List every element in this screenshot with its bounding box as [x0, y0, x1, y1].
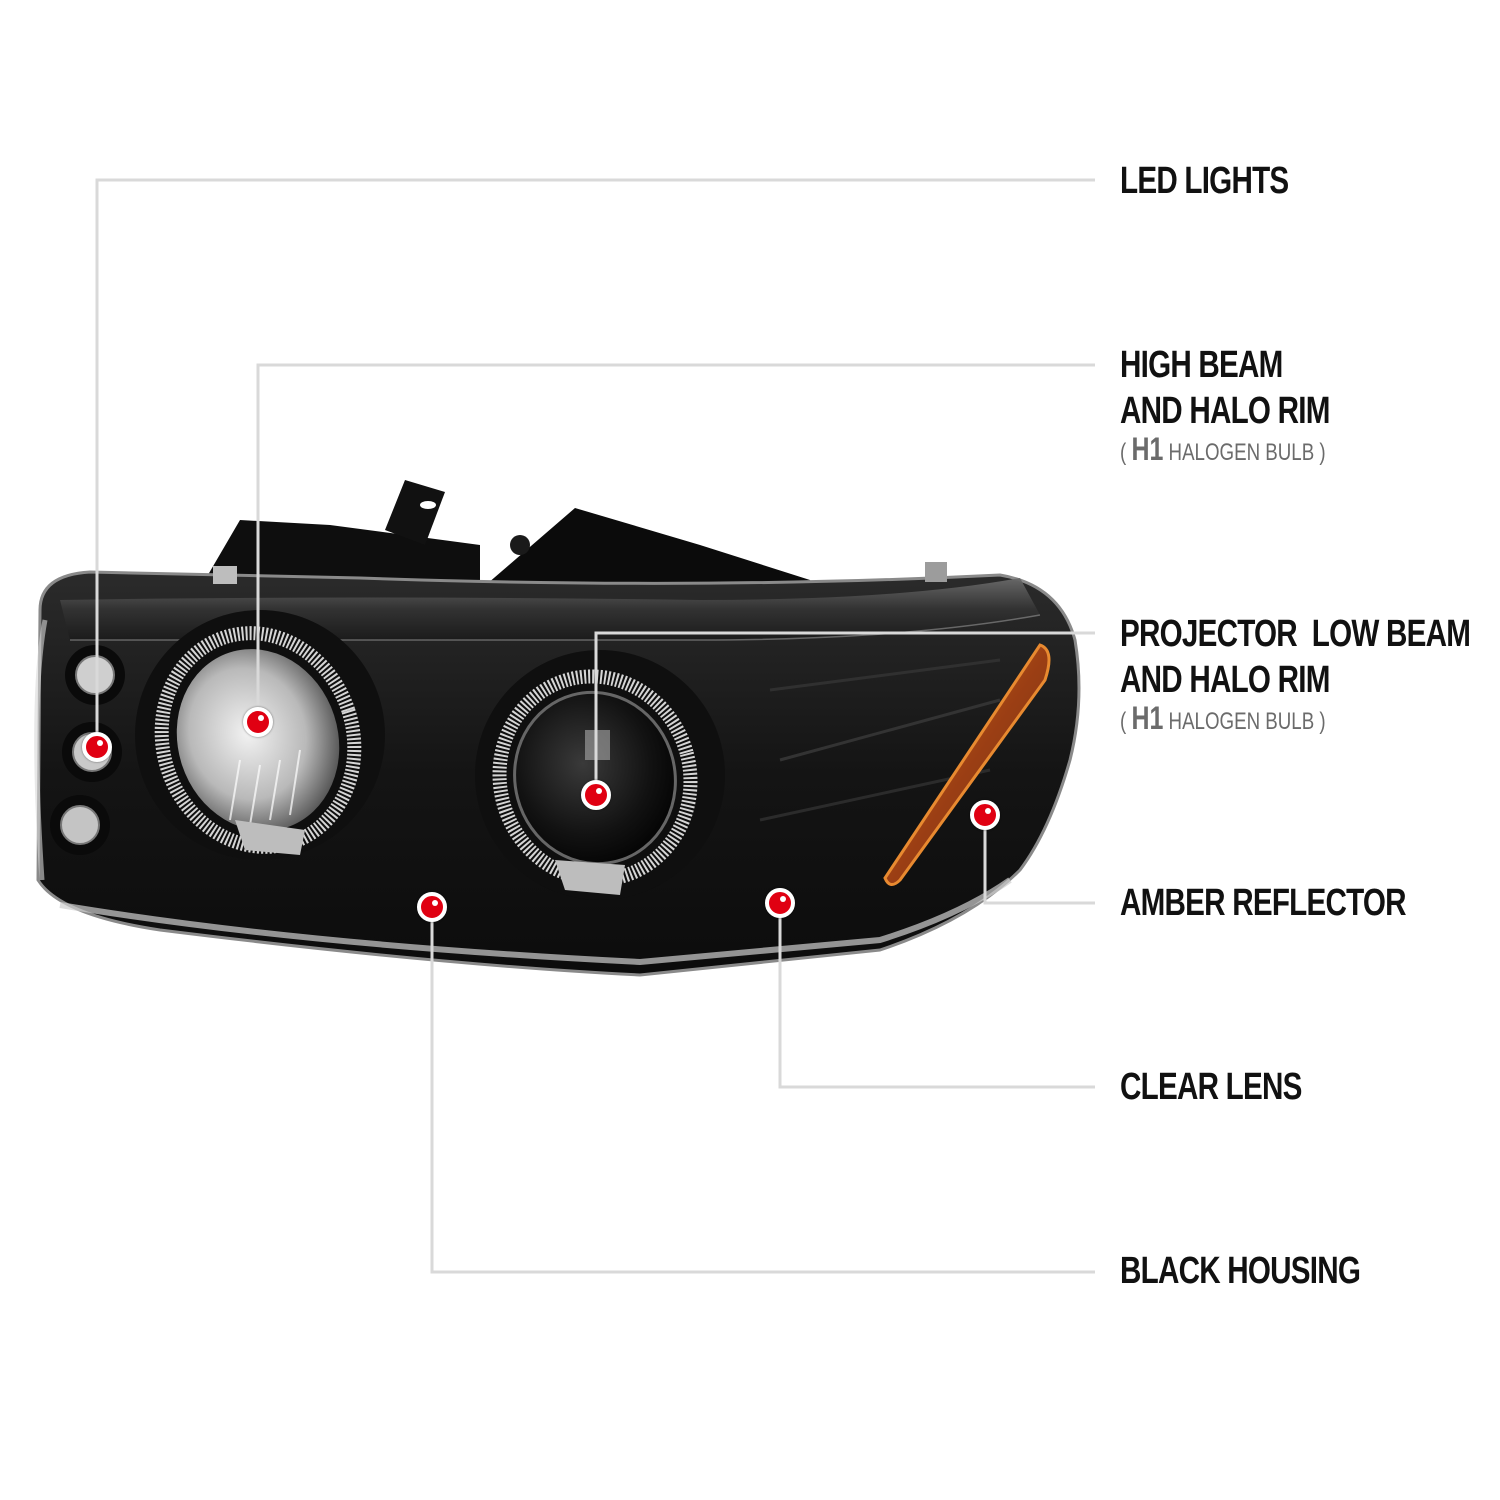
label-led-lights: LED LIGHTS [1120, 160, 1289, 202]
leader-line-black-housing [430, 907, 1095, 1274]
leader-lines [95, 178, 1095, 1274]
projector-lens [475, 650, 725, 900]
label-clear-lens: CLEAR LENS [1120, 1066, 1302, 1108]
bulb-spec-projector: ( H1 HALOGEN BULB ) [1120, 700, 1326, 736]
leader-line-high-beam [256, 363, 1095, 722]
leader-line-led-lights [95, 178, 1095, 747]
marker-clear-lens [765, 888, 795, 918]
label-high-beam: HIGH BEAM AND HALO RIM ( H1 HALOGEN BULB… [1120, 344, 1330, 467]
bulb-spec-high-beam: ( H1 HALOGEN BULB ) [1120, 431, 1326, 467]
label-projector-low-beam: PROJECTOR LOW BEAM AND HALO RIM ( H1 HAL… [1120, 613, 1471, 736]
label-amber-reflector: AMBER REFLECTOR [1120, 882, 1407, 924]
marker-led-lights [82, 732, 112, 762]
high-beam-reflector [135, 610, 385, 860]
marker-projector [581, 780, 611, 810]
label-black-housing: BLACK HOUSING [1120, 1250, 1361, 1292]
leader-line-clear-lens [778, 903, 1095, 1089]
leader-line-projector [594, 631, 1095, 795]
amber-reflector-shape [883, 643, 1051, 886]
marker-high-beam [243, 707, 273, 737]
marker-amber-reflector [970, 800, 1000, 830]
marker-black-housing [417, 892, 447, 922]
leader-line-amber [983, 815, 1095, 905]
